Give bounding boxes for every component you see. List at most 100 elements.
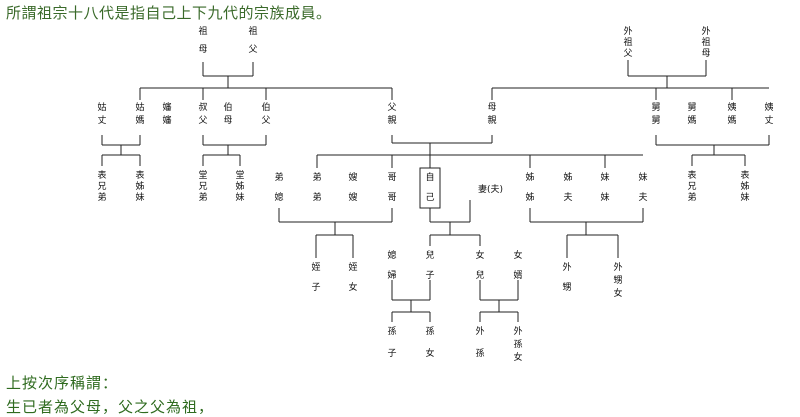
tree-node-maternal-aunt-char: 姨 [727,101,736,113]
tree-node-elder-uncle-char: 父 [261,115,270,126]
tree-node-granddaughter-char: 女 [425,347,434,359]
intro-text: 所謂祖宗十八代是指自己上下九代的宗族成員。 [6,4,332,22]
tree-node-maternal-uncle-wife-char: 媽 [687,114,696,126]
tree-node-mother-char: 母 [487,102,496,113]
tree-node-elder-sister-char: 姊 [525,171,534,183]
tree-node-cousin-brothers-right-char: 弟 [687,191,696,203]
tree-node-daughter-char: 兒 [475,269,484,281]
tree-node-granddaughter-char: 孫 [425,325,434,337]
tree-node-nephew-char: 子 [311,282,320,293]
tree-node-sister-nephew-char: 甥 [562,282,571,293]
tree-node-younger-brother-wife-char: 媳 [274,191,283,203]
tree-node-father-char: 父 [387,102,396,113]
tree-node-cousin-brothers-right-char: 表 [687,169,696,181]
tree-node-self-char: 己 [425,192,434,203]
tree-node-maternal-grandmother-char: 母 [701,48,710,59]
tree-node-daughter-in-law-char: 婦 [387,269,396,281]
tree-node-elder-uncle-wife-char: 伯 [223,101,232,113]
tree-node-niece-char: 姪 [348,261,357,273]
tree-node-elder-sister-char: 姊 [525,191,534,203]
tree-node-elder-brother-wife-char: 嫂 [348,172,357,183]
tree-node-cousin-sisters-right-char: 表 [740,169,749,181]
tree-node-younger-sister-char: 妹 [600,171,609,183]
tree-node-maternal-grandfather-char: 父 [623,48,632,59]
tree-node-grandfather-char: 祖 [248,25,257,37]
tree-node-daughter-grandson-char: 外 [475,325,484,337]
spouse-label: 妻(夫) [478,183,503,195]
tree-node-father-char: 親 [387,114,396,126]
tree-node-elder-uncle-char: 伯 [261,101,270,113]
tree-node-daughter-in-law-char: 媳 [387,249,396,261]
tree-node-son-in-law-char: 婿 [513,269,522,281]
tree-node-uncle-char: 叔 [198,101,207,113]
tree-node-younger-brother-wife-char: 弟 [274,171,283,183]
tree-node-maternal-uncle-char: 舅 [651,102,660,113]
tree-node-daughter-grandson-char: 孫 [475,347,484,359]
tree-node-daughter-char: 女 [475,249,484,261]
tree-labels: 祖母祖父外祖父外祖母姑丈姑媽嬸嬸叔父伯母伯父父親母親舅舅舅媽姨媽姨丈表兄弟表姊妹… [97,25,773,363]
tree-node-younger-sister-husband-char: 妹 [638,171,647,183]
tree-node-grandson-char: 子 [387,348,396,359]
tree-node-daughter-granddaughter-char: 孫 [513,338,522,350]
tree-node-cousin-brothers-left-char: 表 [97,169,106,181]
tree-node-son-in-law-char: 女 [513,249,522,261]
tree-node-cousin-sisters-right-char: 妹 [740,191,749,203]
tree-node-grandson-char: 孫 [387,325,396,337]
tree-node-cousin-sisters-left-char: 表 [135,169,144,181]
tree-node-son-char: 兒 [425,249,434,261]
tree-node-maternal-aunt-char: 媽 [727,114,736,126]
tree-node-cousin-brothers-left-char: 兄 [97,181,106,192]
tree-node-mother-char: 親 [487,114,496,126]
tree-node-cousin-brothers-right-char: 兄 [687,181,696,192]
tree-node-sister-nephew-char: 外 [562,261,571,273]
tree-node-elder-brother-wife-char: 嫂 [348,192,357,203]
tree-node-self-char: 自 [425,171,434,183]
tree-node-maternal-grandfather-char: 祖 [623,36,632,48]
tree-node-younger-sister-char: 妹 [600,191,609,203]
tree-node-maternal-uncle-wife-char: 舅 [687,102,696,113]
footer-line: 生已者為父母，父之父為祖， [6,398,215,416]
footer-heading: 上按次序稱謂： [6,374,119,392]
tree-node-nephew-char: 姪 [311,261,320,273]
tree-node-cousin-brothers-left-char: 弟 [97,191,106,203]
tree-node-cousin-sisters-left-char: 姊 [135,180,144,192]
family-tree-diagram: 祖母祖父外祖父外祖母姑丈姑媽嬸嬸叔父伯母伯父父親母親舅舅舅媽姨媽姨丈表兄弟表姊妹… [97,25,773,363]
tree-node-grandmother-char: 祖 [198,25,207,37]
tree-node-paternal-aunt-husband-char: 姑 [97,101,106,113]
tree-node-sister-niece-char: 甥 [613,275,622,286]
tree-node-paternal-cousin-brothers-char: 堂 [198,169,207,181]
tree-node-daughter-granddaughter-char: 女 [513,351,522,363]
tree-node-paternal-aunt-char: 媽 [135,114,144,126]
tree-node-daughter-granddaughter-char: 外 [513,325,522,337]
tree-node-uncle-wife-char: 嬸 [162,114,171,126]
tree-node-maternal-aunt-husband-char: 丈 [764,115,773,126]
tree-node-sister-niece-char: 外 [613,261,622,273]
tree-node-cousin-sisters-left-char: 妹 [135,191,144,203]
tree-node-paternal-cousin-sisters-char: 姊 [235,180,244,192]
tree-node-paternal-cousin-brothers-char: 弟 [198,191,207,203]
tree-node-niece-char: 女 [348,281,357,293]
tree-node-younger-brother-char: 弟 [312,191,321,203]
tree-node-paternal-aunt-char: 姑 [135,101,144,113]
tree-node-maternal-grandmother-char: 祖 [701,36,710,48]
tree-node-maternal-uncle-char: 舅 [651,115,660,126]
tree-node-elder-sister-husband-char: 夫 [563,191,572,203]
tree-node-maternal-aunt-husband-char: 姨 [764,101,773,113]
tree-node-paternal-cousin-sisters-char: 妹 [235,191,244,203]
tree-node-younger-brother-char: 弟 [312,171,321,183]
tree-node-uncle-wife-char: 嬸 [162,101,171,113]
tree-node-grandfather-char: 父 [248,44,257,55]
tree-node-paternal-cousin-brothers-char: 兄 [198,181,207,192]
tree-node-maternal-grandmother-char: 外 [701,25,710,37]
connector-lines [101,60,770,322]
tree-node-paternal-aunt-husband-char: 丈 [97,115,106,126]
tree-node-sister-niece-char: 女 [613,287,622,299]
tree-node-elder-uncle-wife-char: 母 [223,115,232,126]
tree-node-uncle-char: 父 [198,115,207,126]
tree-node-son-char: 子 [425,270,434,281]
tree-node-elder-brother-char: 哥 [387,172,396,183]
tree-node-paternal-cousin-sisters-char: 堂 [235,169,244,181]
tree-node-maternal-grandfather-char: 外 [623,25,632,37]
tree-node-cousin-sisters-right-char: 姊 [740,180,749,192]
tree-node-elder-sister-husband-char: 姊 [563,171,572,183]
